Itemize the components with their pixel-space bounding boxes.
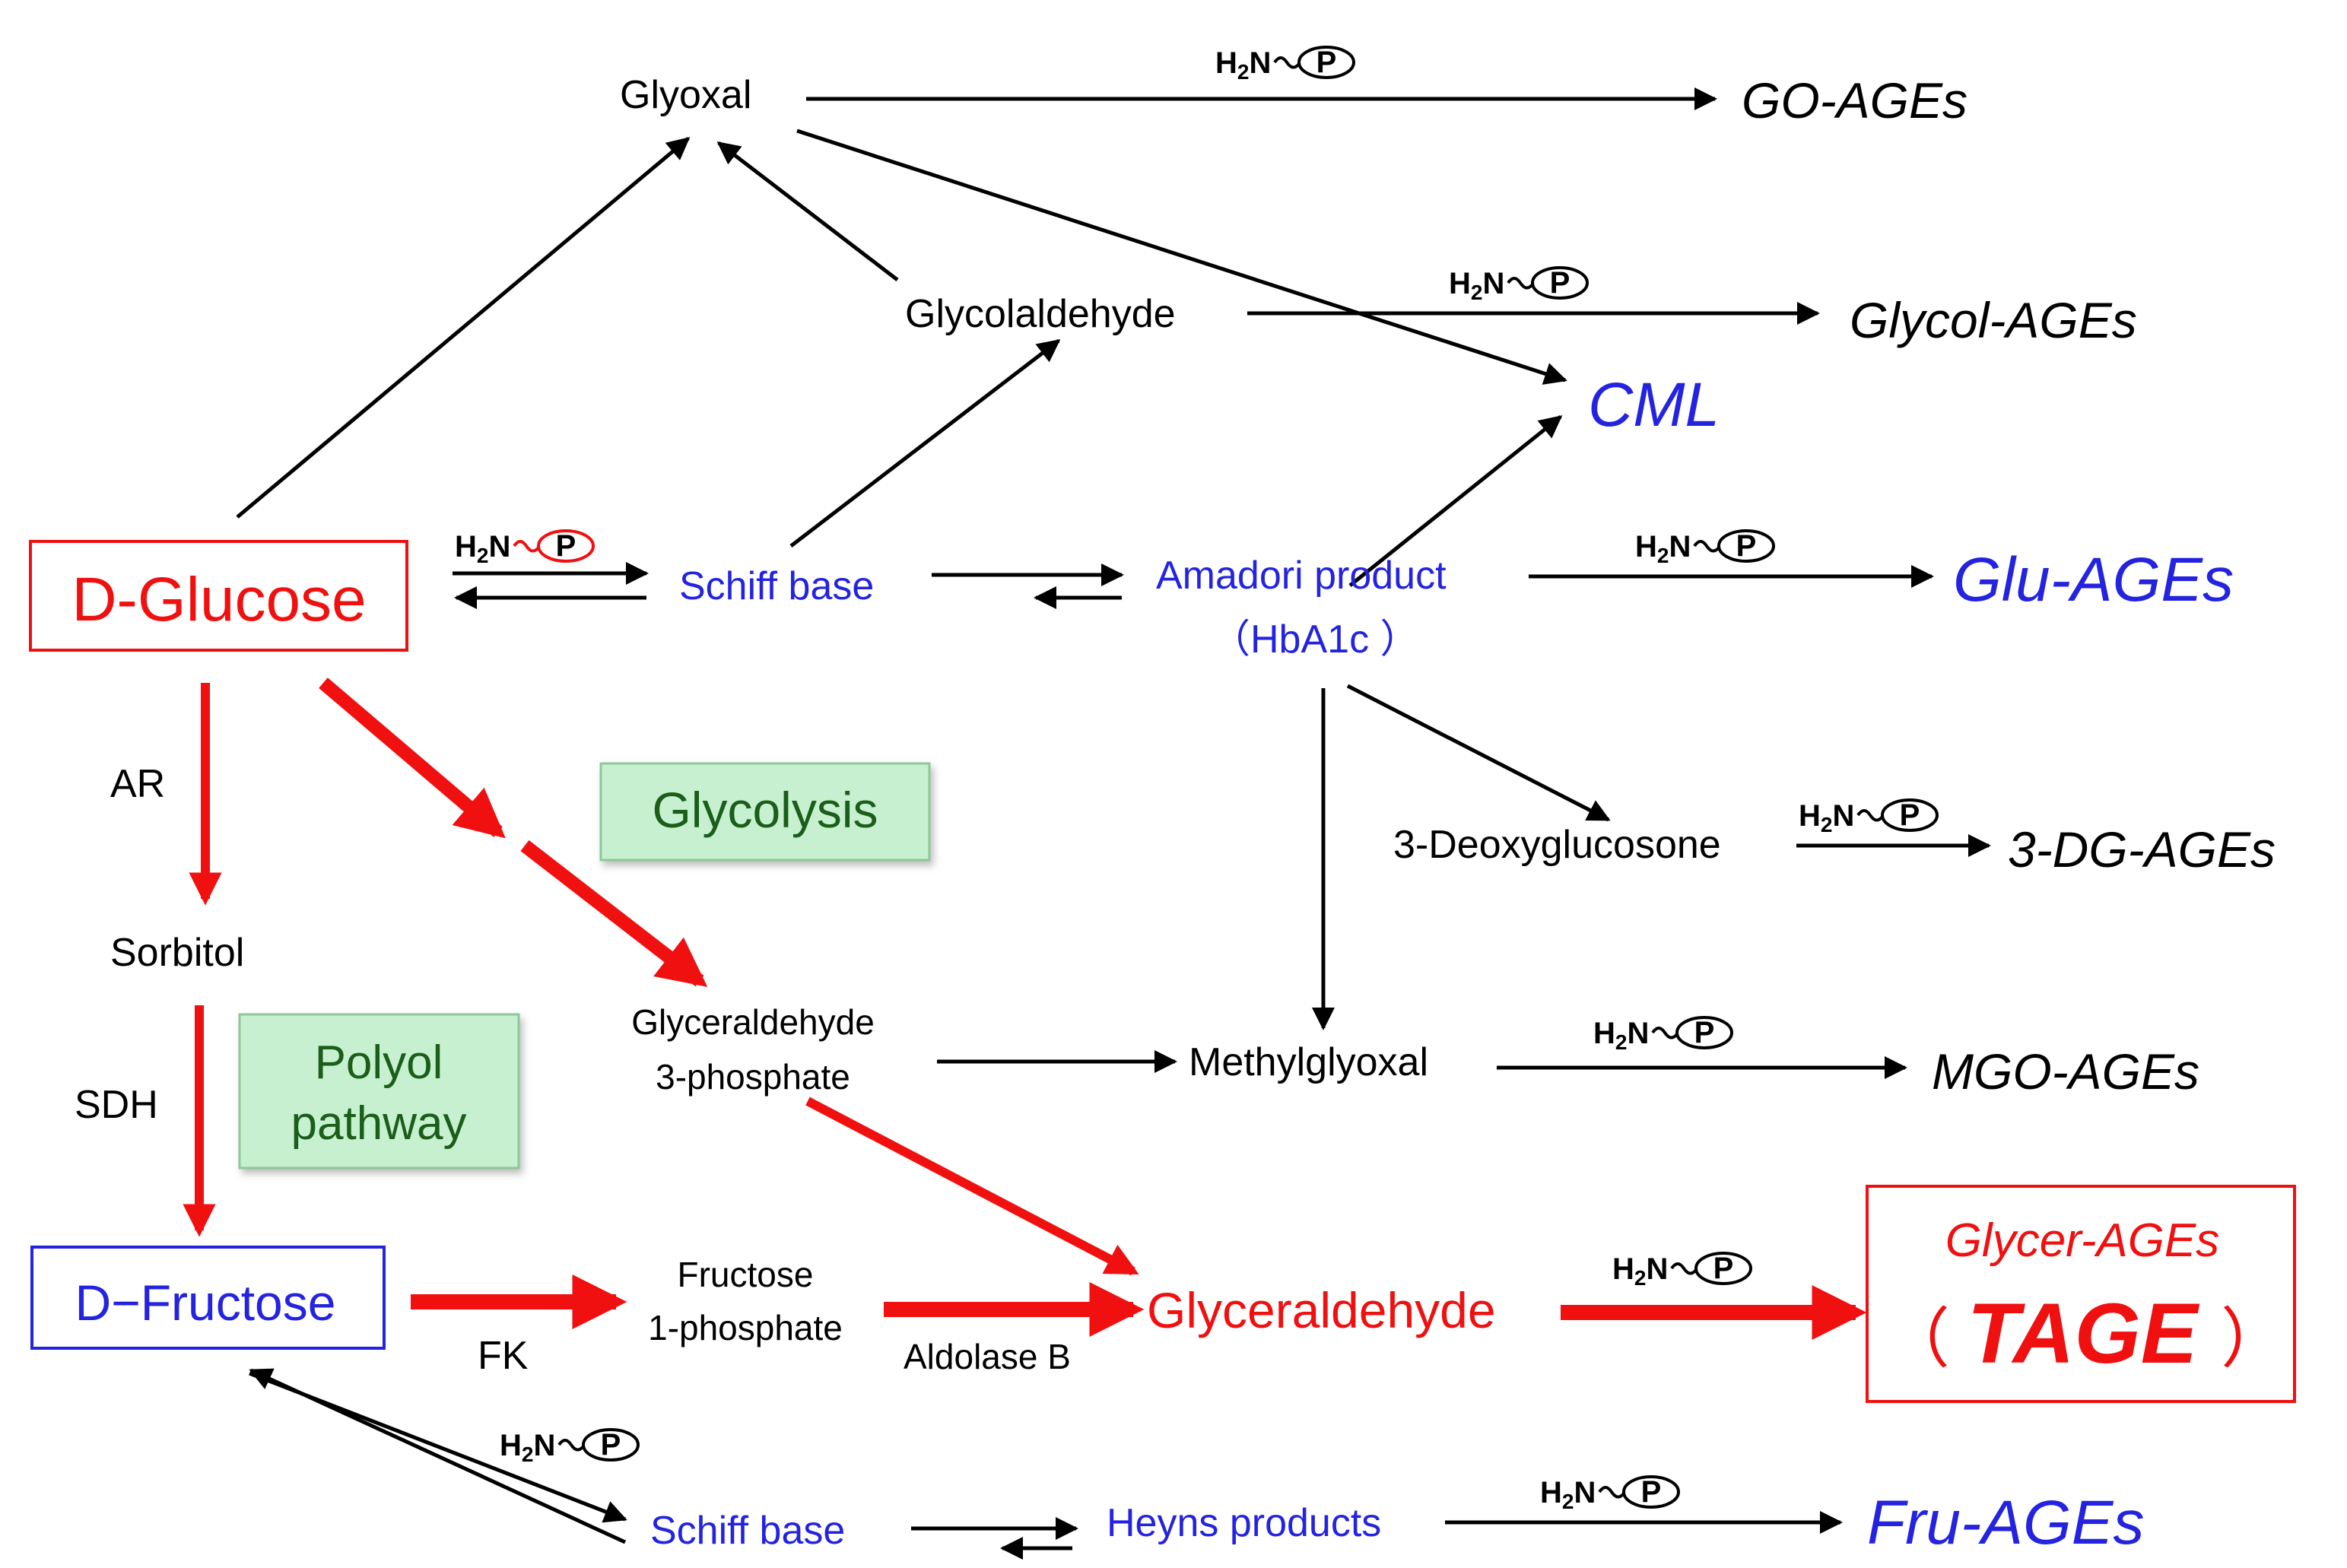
aldolase-b-label: Aldolase B	[904, 1337, 1071, 1376]
glycer-ages-label: Glycer-AGEs	[1945, 1214, 2220, 1267]
amine-glu-ages: H2N P	[1635, 529, 1775, 567]
protein-ellipse	[1694, 1252, 1752, 1285]
wavy-bond	[1670, 1262, 1698, 1275]
tage-open-paren: （	[1885, 1303, 1950, 1376]
protein-ellipse	[1531, 266, 1589, 300]
protein-ellipse	[1622, 1475, 1680, 1509]
arrow-schiff-bottom-to-fructose	[249, 1368, 627, 1544]
red-arrow-glycolysis-to-g3p	[520, 840, 708, 987]
wavy-bond	[1598, 1486, 1625, 1499]
f1p-label-line2: 1-phosphate	[648, 1308, 843, 1347]
amadori-product-label: Amadori product	[1156, 554, 1447, 598]
d-fructose-label: D−Fructose	[75, 1274, 336, 1331]
arrow-amadori-to-cml	[1348, 415, 1563, 587]
fk-label: FK	[478, 1334, 529, 1378]
3dg-ages-label: 3-DG-AGEs	[2008, 821, 2276, 878]
ar-label: AR	[110, 762, 165, 806]
wavy-bond	[1273, 56, 1301, 69]
arrow-glycolaldehyde-to-glyoxal	[716, 141, 899, 281]
amine-3dg-ages: H2N P	[1799, 798, 1939, 836]
polyol-label-line2: pathway	[291, 1097, 467, 1150]
glu-ages-label: Glu-AGEs	[1953, 545, 2234, 614]
tage-label: TAGE	[1967, 1286, 2200, 1381]
protein-ellipse	[1297, 46, 1355, 79]
arrow-schiff-to-glycolaldehyde	[789, 339, 1061, 548]
protein-ellipse	[1675, 1016, 1733, 1049]
d-fructose-box	[30, 1246, 386, 1350]
amine-mgo-ages: H2N P	[1593, 1016, 1733, 1054]
h2n-text: H2N	[1540, 1476, 1596, 1513]
red-arrows	[183, 678, 1867, 1340]
protein-p-letter: P	[1641, 1475, 1662, 1509]
h2n-text: H2N	[1635, 530, 1691, 567]
protein-p-letter: P	[1900, 798, 1920, 832]
glyoxal-label: Glyoxal	[620, 73, 751, 117]
wavy-bond	[557, 1439, 585, 1452]
h2n-text: H2N	[1215, 46, 1271, 84]
wavy-bond	[1507, 277, 1534, 290]
amine-protein-labels: H2N P H2N P H2N P H2N P H2N P H2N P H2N P H2N P H2N P	[455, 46, 1939, 1513]
polyol-pathway-box	[238, 1013, 520, 1170]
h2n-text: H2N	[1449, 267, 1504, 304]
protein-ellipse	[1881, 798, 1939, 832]
fru-ages-label: Fru-AGEs	[1867, 1488, 2144, 1557]
amine-tage: H2N P	[1612, 1252, 1752, 1290]
amine-go-ages: H2N P	[1215, 46, 1355, 84]
h2n-text: H2N	[1593, 1017, 1649, 1054]
protein-ellipse	[1717, 529, 1775, 563]
h2n-text: H2N	[1612, 1252, 1668, 1290]
protein-p-letter: P	[1736, 529, 1757, 563]
red-arrow-g3p-to-glyceraldehyde	[805, 1097, 1139, 1276]
mgo-ages-label: MGO-AGEs	[1932, 1043, 2199, 1100]
heyns-products-label: Heyns products	[1107, 1501, 1381, 1545]
d-glucose-box	[29, 540, 408, 652]
protein-ellipse	[582, 1428, 640, 1462]
d-glucose-label: D-Glucose	[71, 565, 366, 634]
protein-p-letter: P	[1550, 266, 1570, 300]
h2n-text: H2N	[455, 530, 510, 567]
glycolysis-box	[599, 762, 931, 862]
sdh-label: SDH	[75, 1083, 158, 1127]
wavy-bond	[1693, 540, 1720, 553]
amine-fructose-schiff: H2N P	[500, 1428, 640, 1466]
glycolysis-label: Glycolysis	[652, 782, 878, 838]
g3p-label-line2: 3-phosphate	[656, 1057, 850, 1097]
wavy-bond	[1651, 1027, 1678, 1040]
protein-p-letter: P	[1713, 1252, 1734, 1285]
tage-box	[1866, 1185, 2296, 1403]
go-ages-label: GO-AGEs	[1742, 72, 1967, 129]
red-arrow-glucose-to-glycolysis-mid	[319, 678, 506, 839]
cml-label: CML	[1588, 370, 1720, 440]
g3p-label-line1: Glyceraldehyde	[631, 1002, 875, 1042]
protein-p-letter: P	[1694, 1016, 1715, 1049]
h2n-text: H2N	[500, 1429, 555, 1466]
arrow-glucose-to-glyoxal	[236, 137, 691, 519]
schiff-base-top-label: Schiff base	[679, 564, 874, 608]
amine-glycol-ages: H2N P	[1449, 266, 1589, 304]
sorbitol-label: Sorbitol	[110, 931, 244, 975]
black-arrows	[236, 87, 1991, 1560]
polyol-label-line1: Polyol	[315, 1036, 443, 1089]
hba1c-label: （HbA1c ）	[1211, 617, 1420, 662]
glyceraldehyde-label: Glyceraldehyde	[1147, 1282, 1496, 1338]
h2n-text: H2N	[1799, 799, 1854, 836]
protein-p-letter: P	[556, 529, 576, 563]
amine-fru-ages: H2N P	[1540, 1475, 1680, 1513]
wavy-bond	[513, 540, 540, 553]
amine-glucose-schiff: H2N P	[455, 529, 595, 567]
schiff-base-bottom-label: Schiff base	[650, 1509, 845, 1553]
protein-p-letter: P	[601, 1428, 621, 1462]
protein-p-letter: P	[1316, 46, 1337, 79]
glycolaldehyde-label: Glycolaldehyde	[905, 292, 1176, 336]
protein-ellipse	[537, 529, 595, 563]
f1p-label-line1: Fructose	[678, 1255, 814, 1294]
glycol-ages-label: Glycol-AGEs	[1850, 292, 2137, 348]
deoxyglucosone-label: 3-Deoxyglucosone	[1393, 823, 1721, 867]
arrow-amadori-to-deoxyglucosone	[1346, 684, 1611, 822]
methylglyoxal-label: Methylglyoxal	[1189, 1040, 1428, 1084]
tage-close-paren: ）	[2221, 1303, 2286, 1376]
arrow-glyoxal-to-cml	[796, 129, 1567, 385]
wavy-bond	[1856, 809, 1884, 822]
